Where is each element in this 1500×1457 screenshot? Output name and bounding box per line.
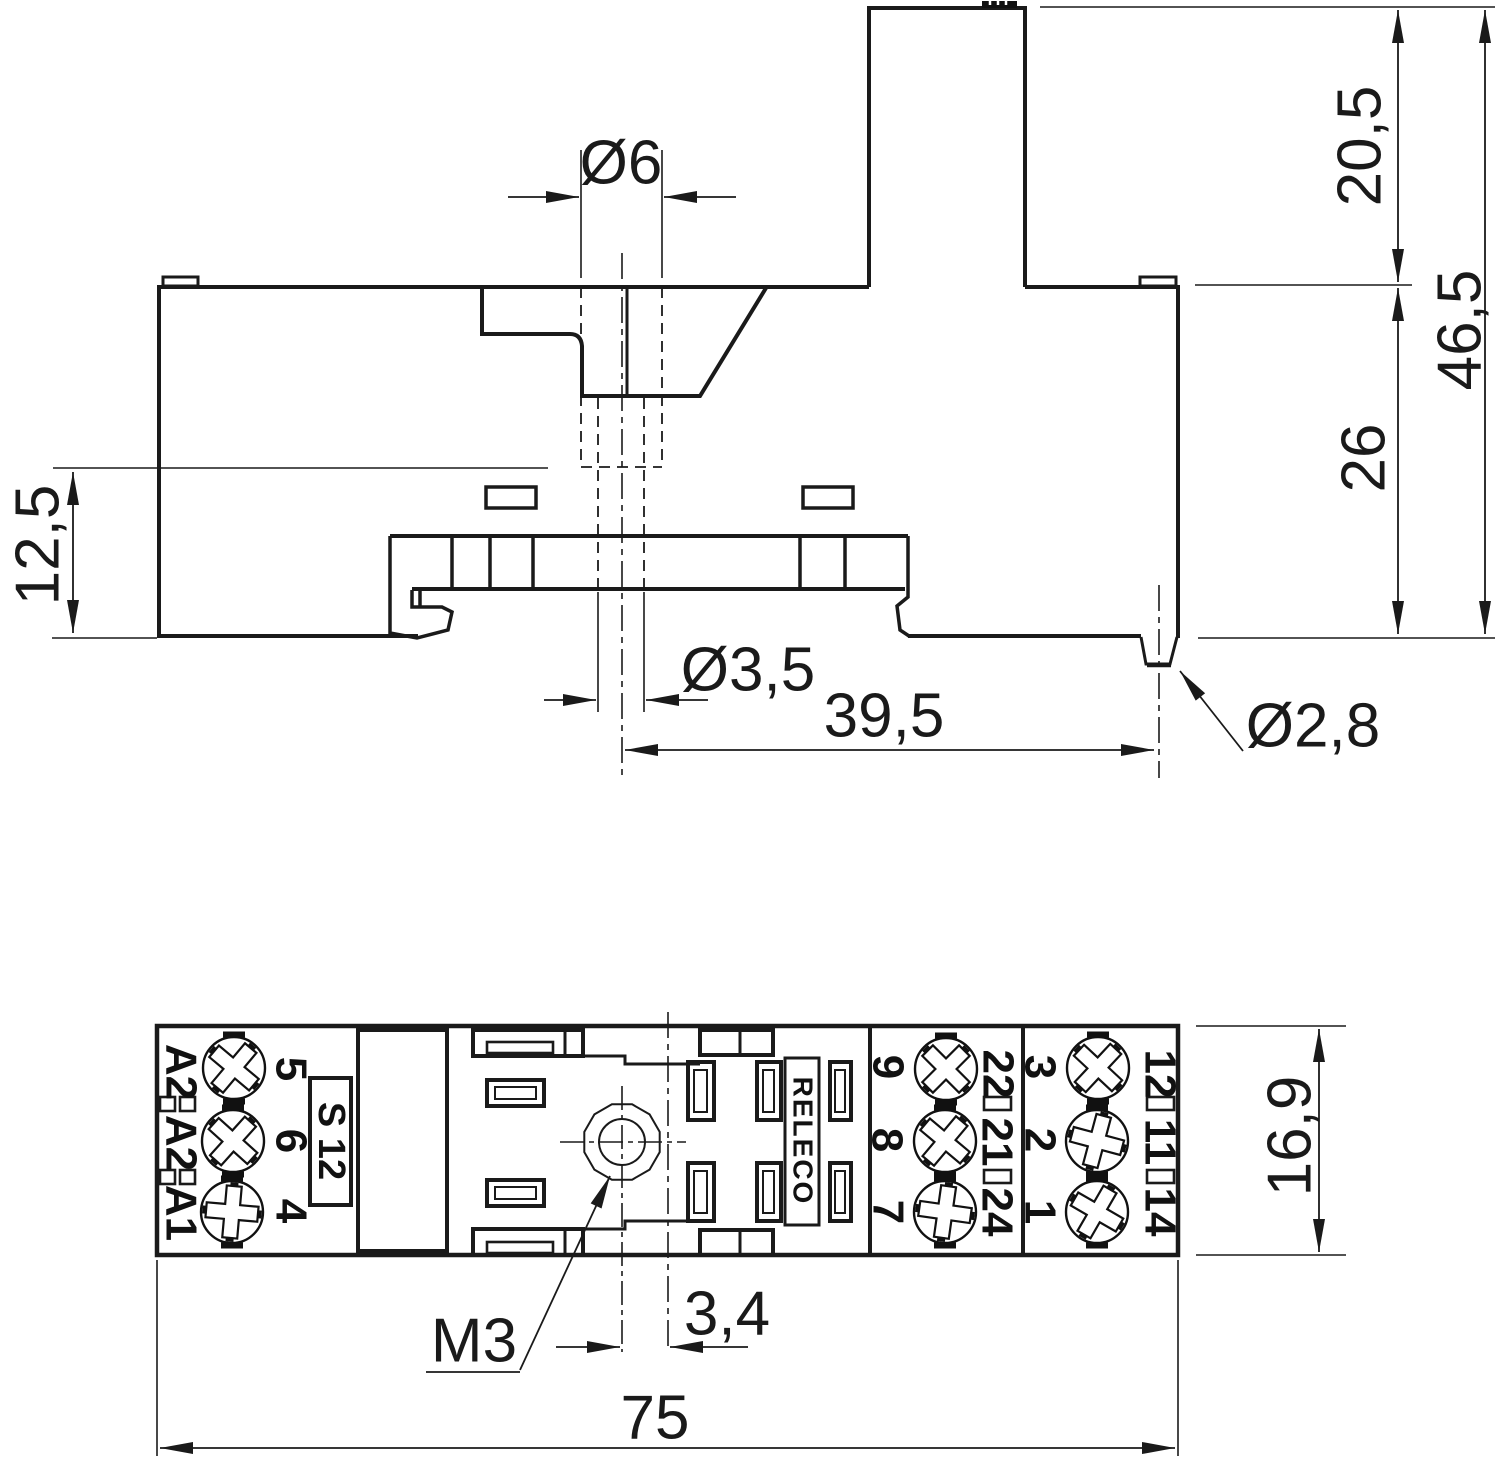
terminal-number-14: 14 — [1136, 1188, 1185, 1237]
rail-window-left — [484, 485, 538, 510]
terminal-number-3: 3 — [1016, 1055, 1065, 1079]
hole-35-extension-lines — [597, 592, 645, 712]
dim-tower-height: 20,5 — [1326, 86, 1395, 207]
tower-cap-serration — [988, 1, 1008, 5]
dim-75-extensions — [156, 1260, 1179, 1456]
terminal-label-a2-top: A2 — [157, 1044, 206, 1100]
dim-pin-offset: 39,5 — [824, 682, 945, 751]
central-module — [471, 1028, 775, 1257]
dim-pin-diameter: Ø2,8 — [1246, 692, 1380, 761]
terminal-number-6: 6 — [267, 1129, 316, 1153]
terminal-number-5: 5 — [267, 1057, 316, 1081]
side-view-dimensions — [52, 6, 1495, 756]
contact-slots — [485, 1060, 853, 1223]
dim-28-leader — [1179, 670, 1244, 752]
dim-center-offset: 3,4 — [684, 1280, 770, 1349]
dim-total-width: 75 — [621, 1384, 690, 1453]
top-tab-left — [161, 275, 200, 288]
terminal-number-1: 1 — [1016, 1200, 1065, 1224]
terminal-number-21: 21 — [973, 1118, 1022, 1167]
dim-right-extensions — [1040, 6, 1495, 639]
brand-label-frame — [783, 1056, 821, 1227]
dim-screw-thread: M3 — [431, 1307, 517, 1376]
dim-rail-height: 12,5 — [4, 485, 73, 606]
dim-m3-leader — [519, 1175, 611, 1371]
side-view — [53, 1, 1180, 778]
funnel-pocket — [480, 286, 768, 398]
model-label-frame — [308, 1076, 353, 1207]
hole-35-hidden-lines — [597, 398, 645, 588]
terminal-screw — [912, 1175, 978, 1249]
tower-cap — [982, 1, 1017, 8]
section-dividers — [868, 1026, 1025, 1255]
rail-dividers — [450, 536, 847, 589]
bottom-view-dimensions — [156, 1025, 1346, 1456]
terminal-number-24: 24 — [973, 1188, 1022, 1237]
bottom-view — [154, 1012, 1181, 1352]
terminal-number-7: 7 — [864, 1200, 913, 1224]
terminal-label-a1: A1 — [157, 1185, 206, 1241]
dim-6-extensions — [580, 150, 663, 278]
relay-cavity — [356, 1028, 449, 1253]
terminal-screw — [1064, 1104, 1130, 1178]
terminal-screw — [200, 1104, 266, 1178]
rail-clip-right — [895, 536, 910, 638]
terminal-number-22: 22 — [974, 1050, 1023, 1099]
pin-outline — [1139, 636, 1179, 666]
rail-window-right — [801, 485, 855, 510]
terminal-number-12: 12 — [1136, 1050, 1185, 1099]
terminal-screw — [199, 1175, 265, 1249]
dim-body-height: 26 — [1330, 424, 1399, 493]
tower-outline — [867, 6, 1027, 287]
dim-hole-bottom: Ø3,5 — [681, 636, 815, 705]
bottom-view-labels: A2 A2 A1 5 6 4 S 12 RELECO 9 8 7 22 21 2… — [157, 1044, 1185, 1241]
terminal-screws — [199, 1031, 1131, 1249]
dim-total-height: 46,5 — [1426, 270, 1495, 391]
dim-total-depth: 16,9 — [1256, 1076, 1325, 1197]
rail-clip-left — [388, 536, 455, 640]
top-tab-right — [1138, 275, 1178, 288]
terminal-number-4: 4 — [267, 1199, 316, 1224]
terminal-bracket-marks — [158, 1095, 1176, 1186]
terminal-screw — [1065, 1031, 1131, 1105]
terminal-number-8: 8 — [863, 1128, 912, 1152]
terminal-screw — [913, 1032, 979, 1106]
terminal-screw — [912, 1104, 978, 1178]
terminal-screw — [1064, 1175, 1130, 1249]
dim-hole-top: Ø6 — [580, 129, 663, 198]
terminal-number-2: 2 — [1016, 1128, 1065, 1152]
model-label: S 12 — [310, 1102, 352, 1180]
m3-mounting-hole — [560, 1086, 686, 1352]
brand-label: RELECO — [788, 1077, 819, 1206]
dim-169-extensions — [1196, 1025, 1346, 1256]
terminal-screw — [201, 1031, 267, 1105]
terminal-number-11: 11 — [1136, 1119, 1185, 1166]
bottom-view-dimension-texts: M3 3,4 75 16,9 — [431, 1076, 1325, 1453]
terminal-label-a2-mid: A2 — [157, 1115, 206, 1171]
terminal-number-9: 9 — [864, 1055, 913, 1079]
side-view-dimension-texts: Ø6 12,5 20,5 46,5 26 Ø3,5 39,5 Ø2,8 — [4, 86, 1495, 761]
